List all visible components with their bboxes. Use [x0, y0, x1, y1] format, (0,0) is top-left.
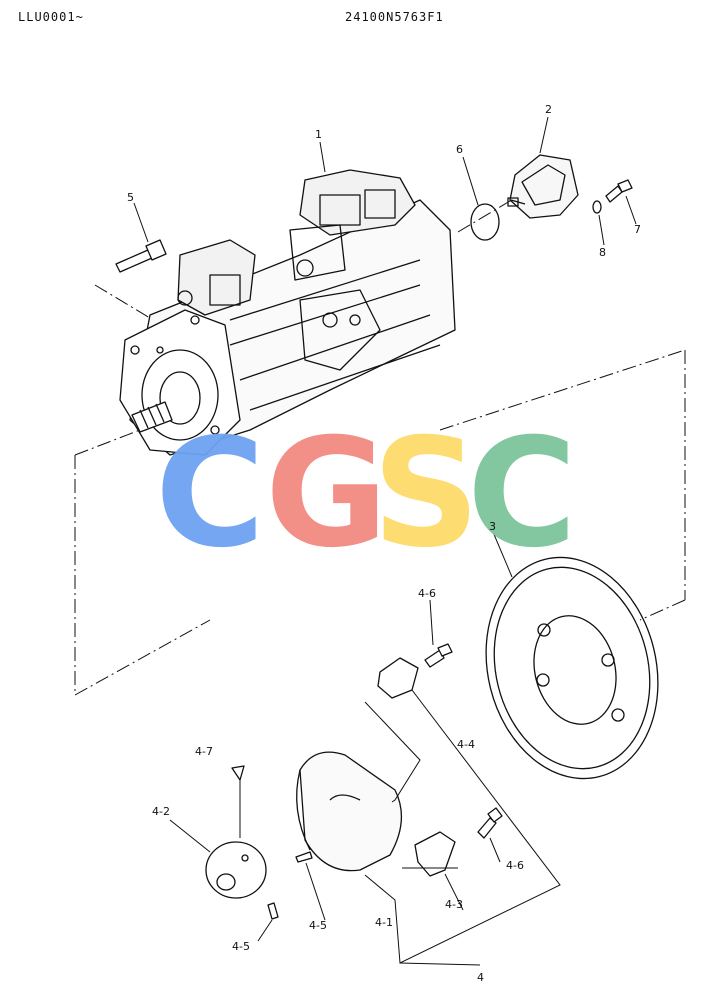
watermark-letter-c2: C — [467, 407, 577, 581]
callout-4-3: 4-3 — [445, 898, 463, 911]
callout-4: 4 — [477, 971, 484, 984]
assembly-boundary-lines — [74, 197, 686, 696]
hub-plate-part-4-2 — [205, 841, 267, 899]
callout-8: 8 — [599, 246, 606, 259]
watermark-letter-s: S — [372, 407, 480, 581]
callout-4-4: 4-4 — [457, 738, 475, 751]
insert-part-4-3 — [414, 831, 456, 877]
pin-part-4-5-lower — [267, 902, 279, 920]
cgsc-watermark: C G S C — [155, 407, 577, 581]
coupling-hub-part-4-1 — [296, 751, 403, 872]
callout-4-1: 4-1 — [375, 916, 393, 929]
callout-2: 2 — [545, 103, 552, 116]
callout-6: 6 — [456, 143, 463, 156]
watermark-letter-g: G — [265, 407, 388, 581]
callout-4-7: 4-7 — [195, 745, 213, 758]
main-pump-assembly — [119, 169, 456, 456]
serial-range-label: LLU0001~ — [18, 10, 84, 24]
callout-4-6-upper: 4-6 — [418, 587, 436, 600]
part-number-label: 24100N5763F1 — [345, 10, 444, 24]
callout-4-5-lower: 4-5 — [232, 940, 250, 953]
setscrew-part-4-7 — [231, 765, 245, 781]
callout-4-5-middle: 4-5 — [309, 919, 327, 932]
washer-part-8 — [592, 200, 602, 214]
bolt-part-5 — [115, 239, 167, 273]
callout-3: 3 — [489, 520, 496, 533]
callout-5: 5 — [127, 191, 134, 204]
bolt-part-4-6-upper — [424, 643, 453, 668]
bolt-part-4-6-lower — [477, 807, 503, 839]
o-ring-part-6 — [470, 203, 500, 241]
callout-labels: 1 2 3 4 5 6 7 8 4-1 4-2 4-3 4-4 4-5 4-5 … — [127, 103, 641, 984]
callout-4-2: 4-2 — [152, 805, 170, 818]
bolt-part-7 — [605, 179, 633, 203]
flywheel-plate-part-3 — [485, 556, 659, 780]
callout-7: 7 — [634, 223, 641, 236]
insert-part-4-4 — [377, 657, 419, 699]
pin-part-4-5-middle — [295, 851, 313, 863]
leader-lines — [133, 116, 637, 966]
callout-1: 1 — [315, 128, 322, 141]
callout-4-6-lower: 4-6 — [506, 859, 524, 872]
gear-pump-part-2 — [507, 154, 579, 219]
watermark-letter-c1: C — [155, 407, 265, 581]
